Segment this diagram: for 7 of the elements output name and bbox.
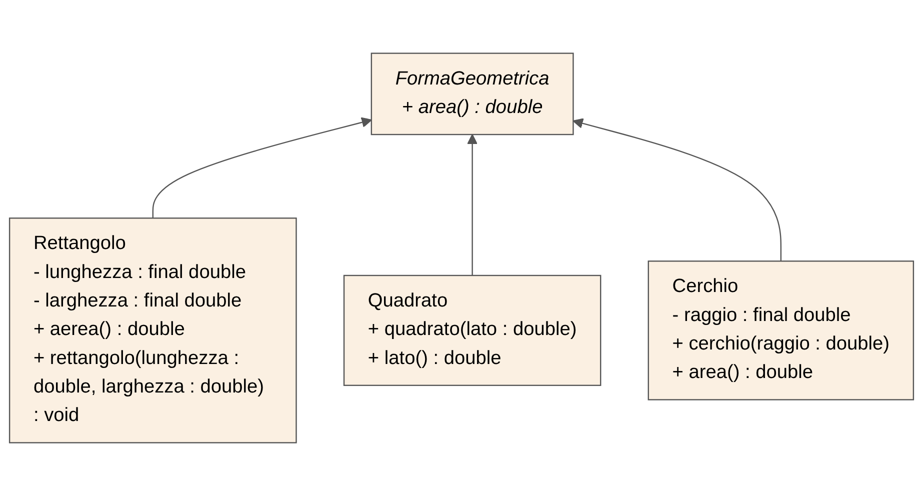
node-box: Rettangolo - lunghezza : final double - larghezza : final double + aerea() : double + rettangolo(lunghezza : double, larghezza : double) : void — [8, 218, 297, 444]
node-box: FormaGeometrica + area() : double — [370, 52, 574, 136]
arrow — [572, 118, 782, 262]
node-box: Quadrato + quadrato(lato : double) + lato() : double — [343, 274, 602, 386]
arrow — [467, 134, 478, 276]
node-box: Cerchio - raggio : final double + cerchio(raggio : double) + area() : double — [648, 260, 914, 400]
arrow — [152, 117, 372, 218]
